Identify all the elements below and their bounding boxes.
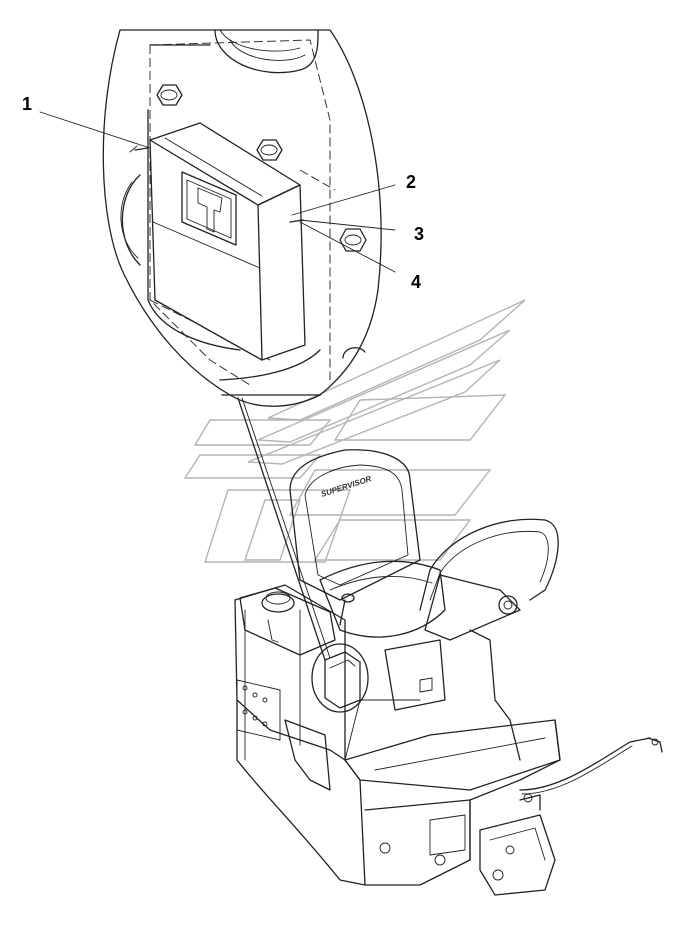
watermark-logo: [183, 299, 526, 563]
callout-4: 4: [411, 272, 421, 292]
callout-2: 2: [406, 172, 416, 192]
bolt-top-right: [256, 139, 283, 161]
callout-1: 1: [22, 94, 32, 114]
callout-3: 3: [414, 224, 424, 244]
valve-block: [479, 793, 556, 896]
control-unit: [129, 122, 306, 361]
unit-label-icon: [181, 171, 237, 246]
machine-assembly: SUPERVISOR: [234, 449, 663, 896]
leader-lines: [39, 111, 396, 661]
hydraulic-tank: [239, 587, 336, 656]
bolt-top-left: [156, 84, 183, 106]
bolt-right: [339, 228, 367, 252]
seat-logo: SUPERVISOR: [320, 474, 373, 499]
bolt-bottom-right: [342, 347, 366, 359]
side-plate: [236, 679, 281, 741]
detail-magnifier: [102, 29, 382, 407]
control-unit-mounted: [311, 643, 369, 713]
